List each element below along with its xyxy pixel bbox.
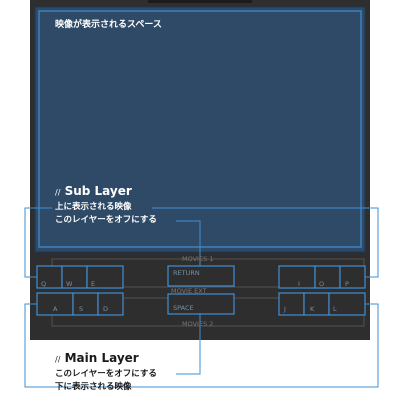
leader-main-right bbox=[152, 303, 379, 388]
key-k-label: K bbox=[310, 305, 315, 313]
key-return[interactable] bbox=[167, 265, 235, 287]
main-layer-title: // Main Layer bbox=[55, 352, 139, 364]
main-layer-description-1: このレイヤーをオフにする bbox=[55, 369, 157, 379]
key-q-label: Q bbox=[41, 280, 47, 288]
key-j[interactable] bbox=[278, 292, 305, 316]
key-space-label: SPACE bbox=[173, 304, 194, 312]
key-i[interactable] bbox=[278, 265, 316, 289]
key-o-label: O bbox=[319, 280, 325, 288]
video-area-label: 映像が表示されるスペース bbox=[55, 20, 162, 30]
main-layer-title-text: Main Layer bbox=[64, 351, 139, 365]
key-j-label: J bbox=[284, 305, 286, 313]
key-e[interactable] bbox=[86, 265, 124, 289]
device-top-notch bbox=[148, 0, 252, 3]
leader-sub-return bbox=[176, 220, 201, 266]
sub-layer-description-2: このレイヤーをオフにする bbox=[55, 215, 157, 225]
video-screen bbox=[34, 6, 366, 253]
main-layer-slashes: // bbox=[55, 355, 61, 364]
movies2-label: MOVIES 2 bbox=[182, 320, 214, 328]
main-layer-description-2: 下に表示される映像 bbox=[55, 382, 132, 392]
key-s-label: S bbox=[79, 305, 84, 313]
key-e-label: E bbox=[91, 280, 96, 288]
sub-layer-slashes: // bbox=[55, 188, 61, 197]
key-s[interactable] bbox=[72, 292, 99, 316]
key-i-label: I bbox=[298, 280, 300, 288]
key-a-label: A bbox=[53, 305, 58, 313]
leader-sub-right bbox=[152, 207, 379, 278]
movies1-label: MOVIES 1 bbox=[182, 255, 214, 263]
leader-main-left bbox=[24, 303, 152, 388]
sub-layer-title-text: Sub Layer bbox=[64, 184, 132, 198]
sub-layer-description-1: 上に表示される映像 bbox=[55, 202, 132, 212]
key-return-label: RETURN bbox=[173, 269, 200, 277]
key-w-label: W bbox=[66, 280, 73, 288]
movie-ext-label: MOVIE EXT bbox=[171, 287, 207, 295]
key-space[interactable] bbox=[167, 293, 235, 315]
key-l-label: L bbox=[333, 305, 337, 313]
key-p[interactable] bbox=[339, 265, 366, 289]
sub-layer-title: // Sub Layer bbox=[55, 185, 132, 197]
leader-main-space bbox=[176, 314, 201, 375]
key-p-label: P bbox=[345, 280, 349, 288]
leader-sub-left bbox=[24, 207, 52, 278]
key-k[interactable] bbox=[303, 292, 330, 316]
key-d-label: D bbox=[103, 305, 109, 313]
key-d[interactable] bbox=[97, 292, 124, 316]
